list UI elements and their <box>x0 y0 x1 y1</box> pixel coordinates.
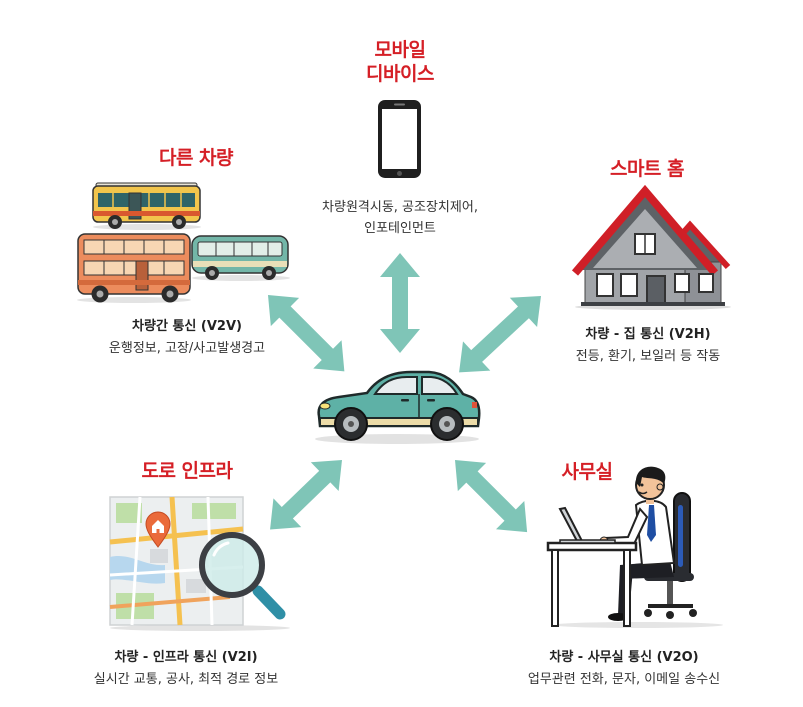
arrow-mobile <box>380 253 420 353</box>
mobile-title-line: 디바이스 <box>366 63 434 85</box>
home-subtitle: 차량 - 집 통신 (V2H) <box>585 327 711 342</box>
bus-icon <box>77 182 290 303</box>
office-worker-icon <box>546 466 723 628</box>
mobile-description-line: 인포테인먼트 <box>364 221 436 236</box>
infra-subtitle: 차량 - 인프라 통신 (V2I) <box>114 650 258 665</box>
arrow-vehicle <box>268 295 345 372</box>
vehicle-subtitle: 차량간 통신 (V2V) <box>132 319 242 334</box>
vehicle-title: 다른 차량 <box>158 147 234 169</box>
laptop-icon <box>558 506 616 544</box>
arrow-home <box>459 296 541 373</box>
arrow-infra <box>270 460 342 530</box>
house-icon <box>571 184 731 310</box>
car-icon <box>315 370 481 444</box>
mobile-description-line: 차량원격시동, 공조장치제어, <box>322 200 478 215</box>
yellow-bus-icon <box>92 182 201 230</box>
chair <box>644 492 697 619</box>
infra-title: 도로 인프라 <box>141 460 233 482</box>
map-magnifier-icon <box>109 496 290 631</box>
mobile-title: 모바일 디바이스 <box>320 38 480 86</box>
arrow-office <box>455 460 528 533</box>
location-pin-icon <box>145 511 171 548</box>
office-title: 사무실 <box>561 461 613 483</box>
office-description: 업무관련 전화, 문자, 이메일 송수신 <box>527 672 721 687</box>
mobile-description: 차량원격시동, 공조장치제어, 인포테인먼트 <box>280 197 520 239</box>
mobile-title-line: 모바일 <box>374 39 426 61</box>
vehicle-description: 운행정보, 고장/사고발생경고 <box>108 341 266 356</box>
infra-description: 실시간 교통, 공사, 최적 경로 정보 <box>93 672 279 687</box>
home-description: 전등, 환기, 보일러 등 작동 <box>575 349 721 364</box>
double-decker-bus-icon <box>77 233 191 303</box>
magnifier-icon <box>199 532 286 620</box>
smartphone-icon <box>378 100 421 178</box>
home-title: 스마트 홈 <box>609 158 685 180</box>
green-bus-icon <box>191 235 290 281</box>
office-subtitle: 차량 - 사무실 통신 (V2O) <box>549 650 699 665</box>
